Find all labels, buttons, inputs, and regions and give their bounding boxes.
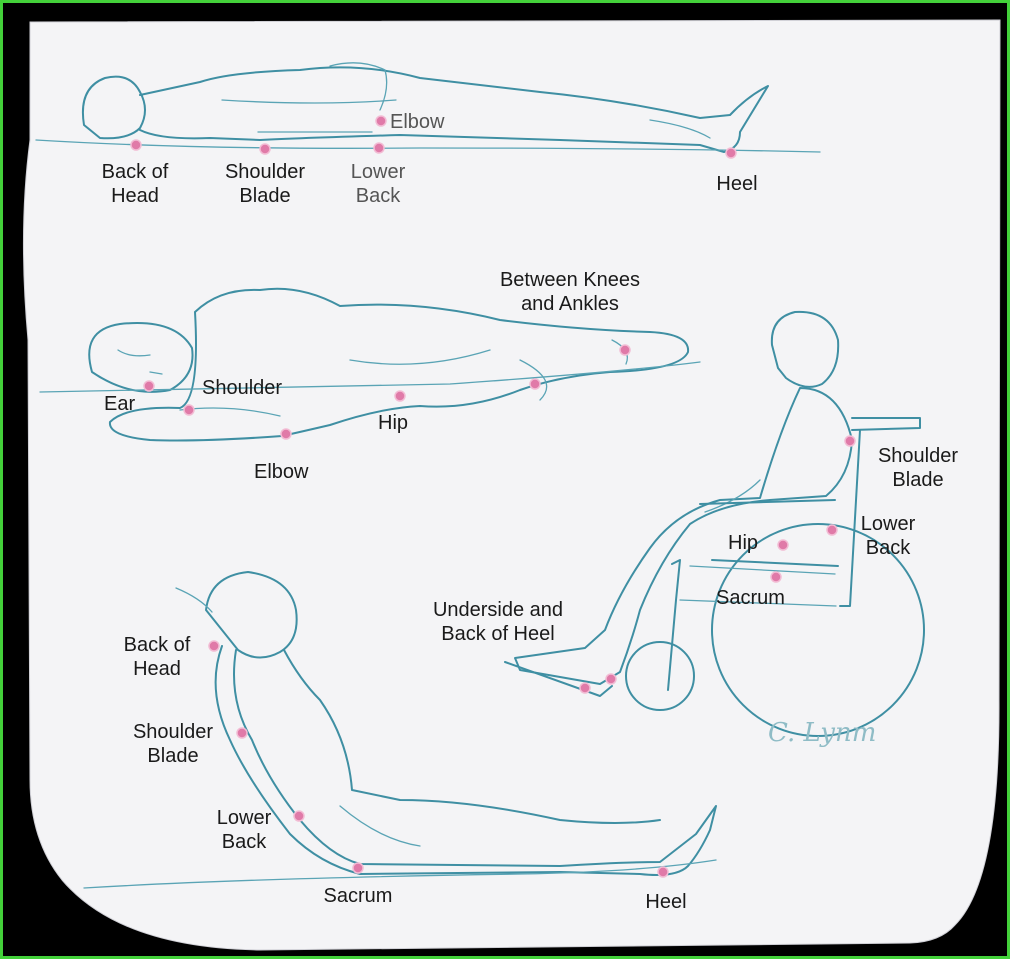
point-side-hip: [395, 391, 405, 401]
point-chair-lower-back: [827, 525, 837, 535]
point-chair-sacrum: [771, 572, 781, 582]
point-reclined-shoulder-blade: [237, 728, 247, 738]
label-supine-elbow: Elbow: [390, 110, 444, 134]
point-reclined-sacrum: [353, 863, 363, 873]
label-supine-back-of-head: Back of Head: [80, 160, 190, 208]
label-reclined-heel: Heel: [626, 890, 706, 914]
point-side-knees: [530, 379, 540, 389]
label-chair-shoulder-blade: Shoulder Blade: [858, 444, 978, 492]
label-reclined-back-of-head: Back of Head: [104, 633, 210, 681]
label-chair-lower-back: Lower Back: [848, 512, 928, 560]
point-reclined-heel: [658, 867, 668, 877]
label-chair-hip: Hip: [728, 531, 758, 555]
label-reclined-lower-back: Lower Back: [194, 806, 294, 854]
label-side-elbow: Elbow: [254, 460, 308, 484]
label-side-shoulder: Shoulder: [202, 376, 282, 400]
label-reclined-shoulder-blade: Shoulder Blade: [110, 720, 236, 768]
point-reclined-back-of-head: [209, 641, 219, 651]
point-supine-elbow: [376, 116, 386, 126]
label-supine-shoulder-blade: Shoulder Blade: [202, 160, 328, 208]
point-reclined-lower-back: [294, 811, 304, 821]
label-supine-heel: Heel: [702, 172, 772, 196]
point-side-ear: [144, 381, 154, 391]
point-supine-lower-back: [374, 143, 384, 153]
point-chair-heel-back: [606, 674, 616, 684]
label-reclined-sacrum: Sacrum: [298, 884, 418, 908]
point-side-ankles: [620, 345, 630, 355]
label-chair-sacrum: Sacrum: [716, 586, 785, 610]
point-supine-shoulder-blade: [260, 144, 270, 154]
point-side-shoulder: [184, 405, 194, 415]
point-side-elbow: [281, 429, 291, 439]
label-supine-lower-back: Lower Back: [328, 160, 428, 208]
point-chair-heel-underside: [580, 683, 590, 693]
label-side-ear: Ear: [104, 392, 135, 416]
label-chair-heel: Underside and Back of Heel: [400, 598, 596, 646]
point-chair-hip: [778, 540, 788, 550]
label-side-hip: Hip: [378, 411, 408, 435]
label-side-between-knees: Between Knees and Ankles: [470, 268, 670, 316]
artist-signature: C. Lynm: [768, 718, 876, 748]
point-supine-back-of-head: [131, 140, 141, 150]
point-chair-shoulder-blade: [845, 436, 855, 446]
point-supine-heel: [726, 148, 736, 158]
